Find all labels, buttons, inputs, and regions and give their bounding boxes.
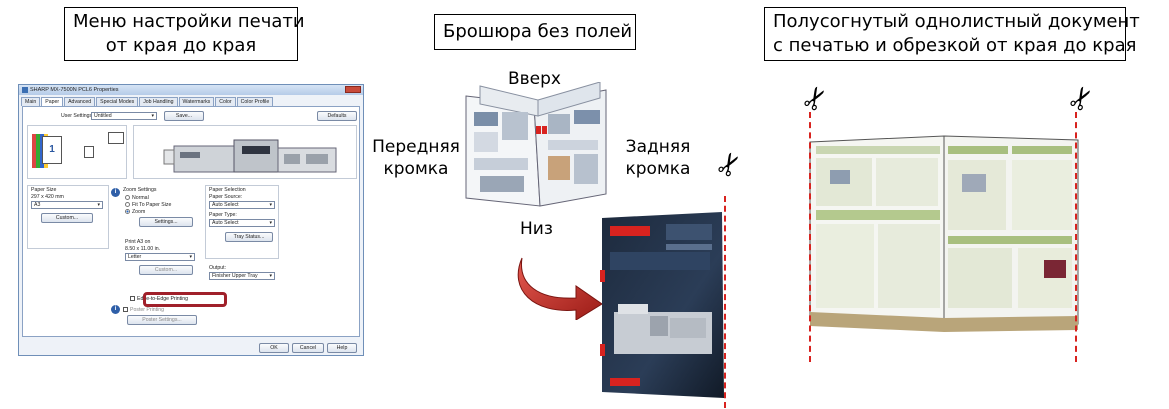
- halffold-caption: Полусогнутый однолистный документ с печа…: [764, 7, 1140, 61]
- print-custom-button[interactable]: Custom...: [139, 265, 193, 275]
- tab-job-handling[interactable]: Job Handling: [139, 97, 178, 106]
- tab-main[interactable]: Main: [21, 97, 41, 106]
- ok-button[interactable]: OK: [259, 343, 289, 353]
- menu-caption-line1: Меню настройки печати: [73, 11, 305, 32]
- paper-selection-group: [205, 185, 279, 259]
- printer-illustration: [133, 125, 357, 179]
- tab-color[interactable]: Color: [215, 97, 236, 106]
- print-on-dimensions: 8.50 x 11.00 in.: [125, 246, 161, 252]
- output-label: Output:: [209, 265, 227, 271]
- user-settings-label: User Settings:: [61, 113, 94, 119]
- save-button[interactable]: Save...: [164, 111, 204, 121]
- cancel-button[interactable]: Cancel: [292, 343, 324, 353]
- info-icon: i: [111, 305, 120, 314]
- paper-size-group: [27, 185, 109, 249]
- radio-icon: [125, 202, 130, 208]
- chevron-down-icon: ▾: [269, 220, 272, 226]
- tab-advanced[interactable]: Advanced: [64, 97, 96, 106]
- cut-line-left: [809, 112, 811, 362]
- checkbox-icon: [130, 296, 135, 302]
- curved-arrow-icon: [517, 257, 603, 320]
- zoom-option-normal[interactable]: Normal: [125, 195, 149, 201]
- help-button[interactable]: Help: [327, 343, 357, 353]
- dialog-titlebar: SHARP MX-7500N PCL6 Properties: [19, 85, 363, 95]
- radio-selected-icon: [125, 209, 130, 215]
- paper-source-label: Paper Source:: [209, 194, 243, 200]
- scissors-icon: ✂: [794, 79, 838, 119]
- chevron-down-icon: ▾: [189, 254, 192, 260]
- paper-size-label: Paper Size: [31, 187, 57, 193]
- scissors-icon: ✂: [1060, 79, 1104, 119]
- print-on-value: Letter: [128, 254, 142, 260]
- printer-properties-dialog: SHARP MX-7500N PCL6 Properties Main Pape…: [18, 84, 364, 356]
- label-back-edge: Задняя кромка: [625, 137, 691, 179]
- radio-icon: [125, 195, 130, 201]
- paper-type-label: Paper Type:: [209, 212, 237, 218]
- user-settings-select[interactable]: Untitled ▾: [91, 112, 157, 120]
- poster-printing-checkbox[interactable]: Poster Printing: [123, 307, 164, 313]
- printer-icon: [22, 87, 28, 93]
- edge-to-edge-highlight: [143, 292, 227, 307]
- halffold-caption-line2: с печатью и обрезкой от края до края: [773, 35, 1137, 56]
- output-select[interactable]: Finisher Upper Tray ▾: [209, 272, 275, 280]
- cut-line: [724, 196, 726, 408]
- paper-source-select[interactable]: Auto Select ▾: [209, 201, 275, 209]
- open-booklet-image: [465, 82, 607, 207]
- zoom-option-fit[interactable]: Fit To Paper Size: [125, 202, 171, 208]
- chevron-down-icon: ▾: [151, 113, 154, 119]
- output-value: Finisher Upper Tray: [212, 273, 258, 279]
- scissors-icon: ✂: [708, 145, 752, 185]
- paper-selection-label: Paper Selection: [209, 187, 246, 193]
- print-on-label: Print A3 on: [125, 239, 151, 245]
- paper-type-value: Auto Select: [212, 220, 239, 226]
- paper-size-select[interactable]: A3 ▾: [31, 201, 103, 209]
- zoom-settings-button[interactable]: Settings...: [139, 217, 193, 227]
- halffold-caption-line1: Полусогнутый однолистный документ: [773, 11, 1140, 32]
- close-icon[interactable]: [345, 86, 361, 93]
- chevron-down-icon: ▾: [269, 273, 272, 279]
- preview-small-page: [84, 146, 94, 158]
- half-fold-document-image: [809, 135, 1079, 332]
- info-icon: i: [111, 188, 120, 197]
- booklet-caption: Брошюра без полей: [434, 14, 636, 50]
- paper-source-value: Auto Select: [212, 202, 239, 208]
- tab-special-modes[interactable]: Special Modes: [96, 97, 139, 106]
- tab-bar: Main Paper Advanced Special Modes Job Ha…: [19, 95, 363, 106]
- edge-to-edge-checkbox[interactable]: Edge-to-Edge Printing: [130, 296, 188, 302]
- dialog-title: SHARP MX-7500N PCL6 Properties: [30, 87, 119, 93]
- chevron-down-icon: ▾: [97, 202, 100, 208]
- tab-watermarks[interactable]: Watermarks: [178, 97, 215, 106]
- tab-color-profile[interactable]: Color Profile: [236, 97, 274, 106]
- booklet-caption-text: Брошюра без полей: [443, 21, 633, 42]
- paper-type-select[interactable]: Auto Select ▾: [209, 219, 275, 227]
- zoom-option-zoom[interactable]: Zoom: [125, 209, 145, 215]
- tab-paper[interactable]: Paper: [41, 97, 64, 106]
- user-settings-value: Untitled: [94, 113, 112, 119]
- cut-line-right: [1075, 112, 1077, 362]
- paper-tab-panel: User Settings: Untitled ▾ Save... Defaul…: [22, 106, 360, 337]
- paper-size-dimensions: 297 x 420 mm: [31, 194, 64, 200]
- defaults-button[interactable]: Defaults: [317, 111, 357, 121]
- poster-settings-button[interactable]: Poster Settings...: [127, 315, 197, 325]
- zoom-settings-label: Zoom Settings: [123, 187, 157, 193]
- menu-caption: Меню настройки печати от края до края: [64, 7, 305, 61]
- tray-status-button[interactable]: Tray Status...: [225, 232, 273, 242]
- label-front-edge: Передняя кромка: [372, 137, 460, 179]
- chevron-down-icon: ▾: [269, 202, 272, 208]
- paper-custom-button[interactable]: Custom...: [41, 213, 93, 223]
- preview-tiled-pages: [108, 132, 124, 144]
- menu-caption-line2: от края до края: [105, 35, 257, 56]
- checkbox-icon: [123, 307, 128, 313]
- paper-preview: 1: [27, 125, 127, 179]
- booklet-cover-image: [600, 212, 724, 398]
- print-on-select[interactable]: Letter ▾: [125, 253, 195, 261]
- label-top: Вверх: [508, 69, 561, 89]
- label-bottom: Низ: [520, 219, 553, 239]
- paper-size-value: A3: [34, 202, 41, 208]
- preview-page: 1: [42, 136, 62, 164]
